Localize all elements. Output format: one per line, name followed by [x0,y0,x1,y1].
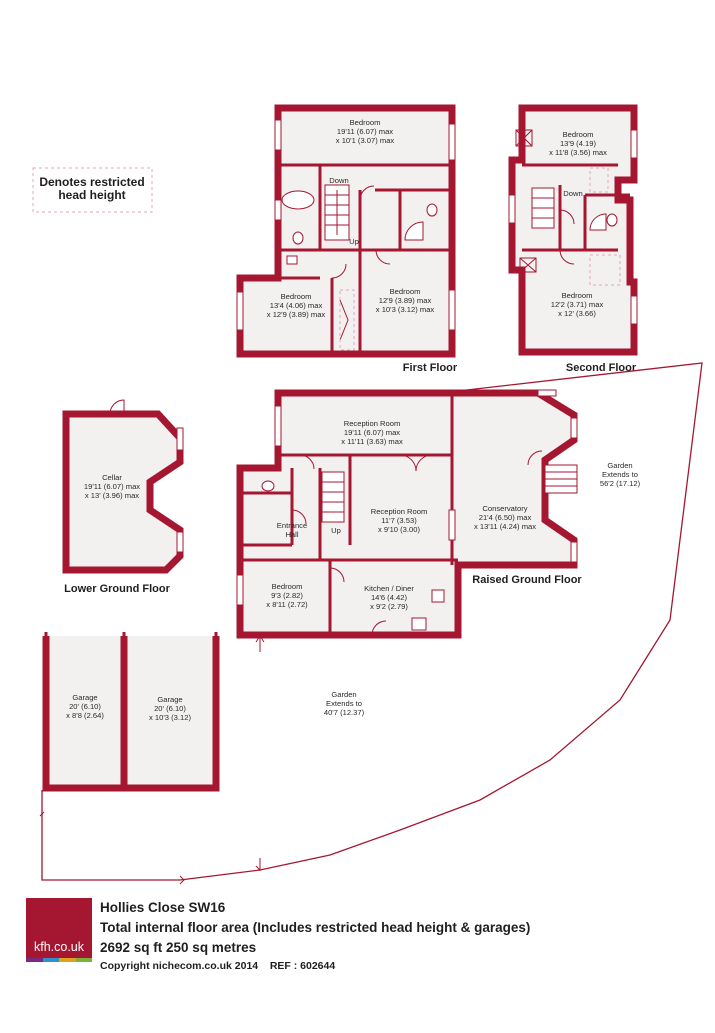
basin-icon [286,255,298,265]
conservatory-dim2: x 13'11 (4.24) max [474,522,536,531]
entrance-name2: Hall [285,530,298,539]
front-garden-line3: 40'7 (12.37) [324,708,365,717]
toilet-icon [606,213,618,227]
floor-area-line: Total internal floor area (Includes rest… [100,920,531,935]
conservatory-name: Conservatory [482,504,527,513]
garages-plan: Garage 20' (6.10) x 8'8 (2.64) Garage 20… [42,632,220,792]
cellar-name: Cellar [102,473,122,482]
copyright-text: Copyright nichecom.co.uk 2014 [100,960,259,972]
side-garden-line3: 56'2 (17.12) [600,479,641,488]
garage1-dim2: x 8'8 (2.64) [66,711,104,720]
raised-ground-floor-plan: Reception Room 19'11 (6.07) max x 11'11 … [236,389,582,652]
side-garden-line1: Garden [607,461,632,470]
rec1-name: Reception Room [344,419,401,428]
bath-icon [281,190,315,210]
copyright-line: Copyright nichecom.co.uk 2014 REF : 6026… [100,960,690,976]
sf-bed1-name: Bedroom [563,130,594,139]
cellar-dim2: x 13' (3.96) max [85,491,139,500]
sf-bed2-name: Bedroom [562,291,593,300]
first-floor-label: First Floor [403,362,458,374]
kitchen-name: Kitchen / Diner [364,584,414,593]
entrance-name1: Entrance [277,521,307,530]
ff-bed2-name: Bedroom [281,292,312,301]
sf-bed1-dim2: x 11'8 (3.56) max [549,148,607,157]
raised-ground-stairs [321,471,345,523]
second-floor-label: Second Floor [566,362,637,374]
cellar-outline [62,410,184,574]
restricted-height-legend: Denotes restricted head height [32,167,153,213]
garage2-dim1: 20' (6.10) [154,704,186,713]
ff-bed2-dim2: x 12'9 (3.89) max [267,310,326,319]
property-title: Hollies Close SW16 [100,900,226,915]
sf-bed2-dim2: x 12' (3.66) [558,309,596,318]
kitchen-dim1: 14'6 (4.42) [371,593,408,602]
garage1-name: Garage [72,693,97,702]
ff-bed3-dim1: 12'9 (3.89) max [379,296,432,305]
kitchen-dim2: x 9'2 (2.79) [370,602,408,611]
ff-bed3-dim2: x 10'3 (3.12) max [376,305,435,314]
garage1-dim1: 20' (6.10) [69,702,101,711]
garage2-name: Garage [157,695,182,704]
sf-stairs-down: Down [563,189,582,198]
second-floor-plan: Bedroom 13'9 (4.19) x 11'8 (3.56) max Do… [508,104,638,374]
sf-bed1-dim1: 13'9 (4.19) [560,139,597,148]
raised-ground-floor-label: Raised Ground Floor [472,574,582,586]
conservatory-dim1: 21'4 (6.50) max [479,513,532,522]
footer: kfh.co.uk Hollies Close SW16 Total inter… [26,867,686,987]
legend-text-1: Denotes restricted [39,175,144,189]
ff-bed2-dim1: 13'4 (4.06) max [270,301,323,310]
kfh-logo[interactable]: kfh.co.uk [26,898,92,962]
rec1-dim1: 19'11 (6.07) max [344,428,400,437]
ff-bed1-name: Bedroom [350,118,381,127]
footer-text: Hollies Close SW16 Total internal floor … [100,900,690,976]
ff-stairs-down: Down [329,176,348,185]
rec1-dim2: x 11'11 (3.63) max [341,437,403,446]
rec2-name: Reception Room [371,507,428,516]
front-garden-line1: Garden [331,690,356,699]
rec2-dim2: x 9'10 (3.00) [378,525,420,534]
hob-icon [411,617,427,631]
shower-icon [404,221,424,241]
legend-text-2: head height [58,188,125,202]
logo-text: kfh.co.uk [33,940,85,954]
garden-boundary: Garden Extends to 56'2 (17.12) Garden Ex… [39,362,703,885]
front-garden-line2: Extends to [326,699,362,708]
garage2-dim2: x 10'3 (3.12) [149,713,191,722]
lower-ground-floor-plan: Cellar 19'11 (6.07) max x 13' (3.96) max… [62,399,184,595]
first-floor-plan: Bedroom 19'11 (6.07) max x 10'1 (3.07) m… [236,104,458,374]
logo-stripe [26,958,92,962]
rg-bed-name: Bedroom [272,582,303,591]
shower-icon [589,213,607,231]
ref-text: REF : 602644 [269,960,336,972]
sink-icon [431,589,445,603]
rg-bed-dim1: 9'3 (2.82) [271,591,303,600]
rec2-dim1: 11'7 (3.53) [381,516,417,525]
toilet-icon [261,480,275,492]
garage-2-outline [120,636,220,792]
toilet-icon [292,231,304,245]
ff-bed3-name: Bedroom [390,287,421,296]
sf-bed2-dim1: 12'2 (3.71) max [551,300,604,309]
cellar-dim1: 19'11 (6.07) max [84,482,140,491]
ff-bed1-dim2: x 10'1 (3.07) max [336,136,395,145]
ff-stairs-up: Up [349,237,359,246]
size-line: 2692 sq ft 250 sq metres [100,940,257,955]
ff-bed1-dim1: 19'11 (6.07) max [337,127,393,136]
rg-stairs-up: Up [331,526,341,535]
side-garden-line2: Extends to [602,470,638,479]
toilet-icon [426,203,438,217]
lower-ground-floor-label: Lower Ground Floor [64,583,170,595]
rg-bed-dim2: x 8'11 (2.72) [266,600,308,609]
